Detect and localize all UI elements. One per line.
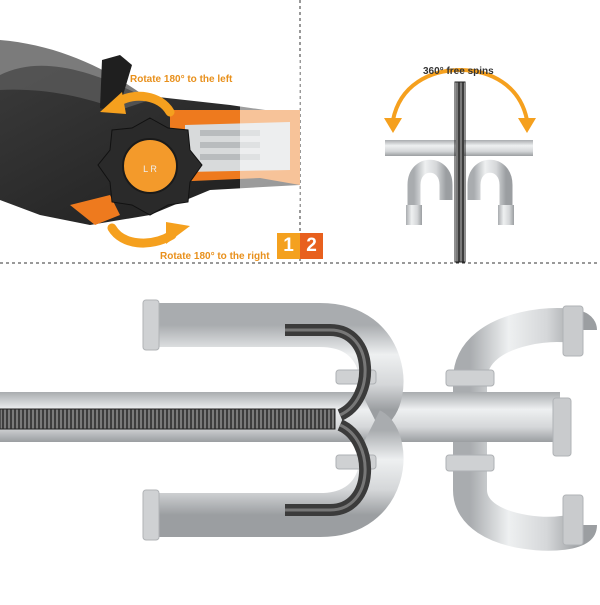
panel-dividers: [0, 0, 600, 264]
tool-head-illustration: [0, 40, 300, 225]
free-spins-label: 360° free spins: [423, 66, 494, 77]
step-badge-1: 1: [283, 235, 294, 256]
control-knob-icon: L R: [97, 117, 203, 216]
rotate-right-label: Rotate 180° to the right: [160, 251, 270, 262]
step-badge-1-bg: [277, 233, 300, 259]
spin-arc-arrow-icon: [384, 67, 536, 133]
large-pipe-system: [0, 299, 597, 551]
step-badge-2-bg: [300, 233, 323, 259]
knob-direction-text: L R: [143, 164, 157, 174]
rotate-left-label: Rotate 180° to the left: [130, 74, 233, 85]
step-badge-2: 2: [306, 235, 317, 256]
rotate-left-arrow-icon: [100, 91, 175, 117]
spin-pipe-illustration: [384, 67, 536, 263]
rotate-right-arrow-icon: [107, 222, 190, 248]
